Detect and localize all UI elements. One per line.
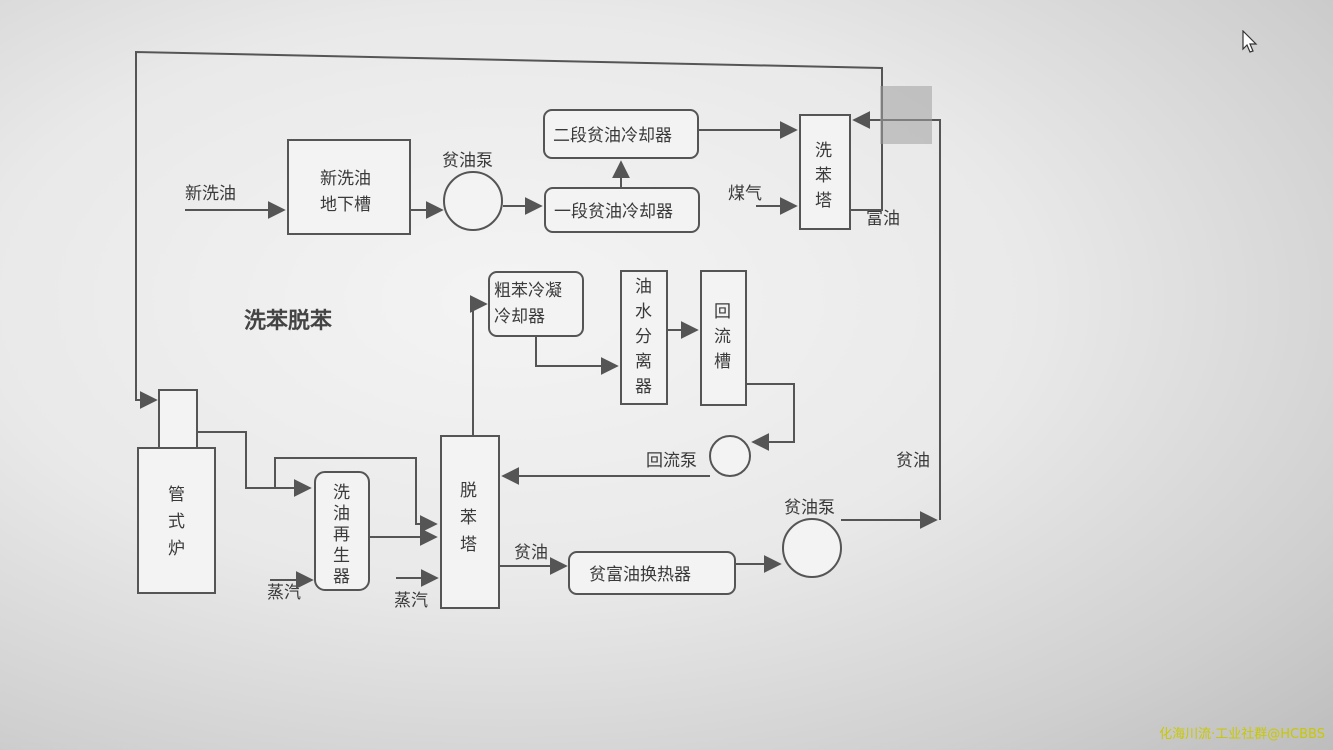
furnace-box bbox=[137, 447, 216, 594]
reflux-tank-label-1: 回 bbox=[714, 302, 731, 322]
stream-steam-1: 蒸汽 bbox=[267, 583, 301, 603]
cooler-1-label: 一段贫油冷却器 bbox=[554, 202, 673, 222]
debenzolizer-label-1: 脱 bbox=[460, 481, 477, 501]
cooler-2-label: 二段贫油冷却器 bbox=[553, 126, 672, 146]
heat-exchanger-box bbox=[568, 551, 736, 595]
reflux-tank-label-2: 流 bbox=[714, 327, 731, 347]
flow-vapor-cooler bbox=[469, 295, 488, 436]
separator-box bbox=[620, 270, 668, 405]
lean-pump-1-label: 贫油泵 bbox=[442, 151, 493, 171]
crude-cooler-label-2: 冷却器 bbox=[494, 307, 545, 327]
lean-pump-2 bbox=[782, 518, 842, 578]
furnace-label-2: 式 bbox=[168, 512, 185, 532]
reflux-pump-label: 回流泵 bbox=[646, 451, 697, 471]
scrubber-label-2: 苯 bbox=[815, 166, 832, 186]
scrubber-label-3: 塔 bbox=[815, 191, 832, 211]
stream-lean-oil: 贫油 bbox=[896, 451, 930, 471]
lean-pump-2-label: 贫油泵 bbox=[784, 498, 835, 518]
debenzolizer-box bbox=[440, 435, 500, 609]
stream-new-wash-oil: 新洗油 bbox=[185, 184, 236, 204]
regenerator-box bbox=[314, 471, 370, 591]
cooler-2-box bbox=[543, 109, 699, 159]
flow-furnace-regen bbox=[197, 431, 312, 497]
heat-exchanger-label: 贫富油换热器 bbox=[589, 565, 691, 585]
lean-pump-1 bbox=[443, 171, 503, 231]
stream-coke-gas: 煤气 bbox=[728, 184, 762, 204]
regenerator-label-4: 生 bbox=[333, 546, 350, 566]
stream-steam-2: 蒸汽 bbox=[394, 591, 428, 611]
stream-lean-oil-bottom: 贫油 bbox=[514, 543, 548, 563]
regenerator-label-1: 洗 bbox=[333, 483, 350, 503]
stream-rich-oil: 富油 bbox=[866, 209, 900, 229]
separator-label-1: 油 bbox=[635, 277, 652, 297]
scrubber-label-1: 洗 bbox=[815, 141, 832, 161]
flow-tank-reflux-pump bbox=[746, 383, 795, 451]
separator-label-5: 器 bbox=[635, 377, 652, 397]
regenerator-label-2: 油 bbox=[333, 504, 350, 524]
furnace-label-3: 炉 bbox=[168, 539, 185, 559]
flow-cooler-separator bbox=[535, 336, 619, 375]
new-oil-tank-box bbox=[287, 139, 411, 235]
debenzolizer-label-2: 苯 bbox=[460, 508, 477, 528]
reflux-tank-label-3: 槽 bbox=[714, 352, 731, 372]
scrubber-box bbox=[799, 114, 851, 230]
furnace-label-1: 管 bbox=[168, 485, 185, 505]
diagram-title: 洗苯脱苯 bbox=[244, 309, 333, 334]
regenerator-label-3: 再 bbox=[333, 525, 350, 545]
debenzolizer-label-3: 塔 bbox=[460, 535, 477, 555]
mouse-cursor-icon bbox=[1242, 30, 1258, 53]
watermark: 化海川流·工业社群@HCBBS bbox=[1159, 727, 1325, 742]
overlay-icon bbox=[880, 86, 932, 144]
separator-label-3: 分 bbox=[635, 327, 652, 347]
reflux-pump bbox=[709, 435, 751, 477]
furnace-stack bbox=[158, 389, 198, 449]
flow-rich-oil-return bbox=[135, 50, 883, 409]
reflux-tank-box bbox=[700, 270, 747, 406]
regenerator-label-5: 器 bbox=[333, 567, 350, 587]
separator-label-4: 离 bbox=[635, 352, 652, 372]
separator-label-2: 水 bbox=[635, 302, 652, 322]
crude-cooler-label-1: 粗苯冷凝 bbox=[494, 281, 562, 301]
new-oil-tank-label-1: 新洗油 bbox=[320, 169, 371, 189]
new-oil-tank-label-2: 地下槽 bbox=[320, 195, 371, 215]
flow-furnace-column bbox=[274, 457, 438, 533]
